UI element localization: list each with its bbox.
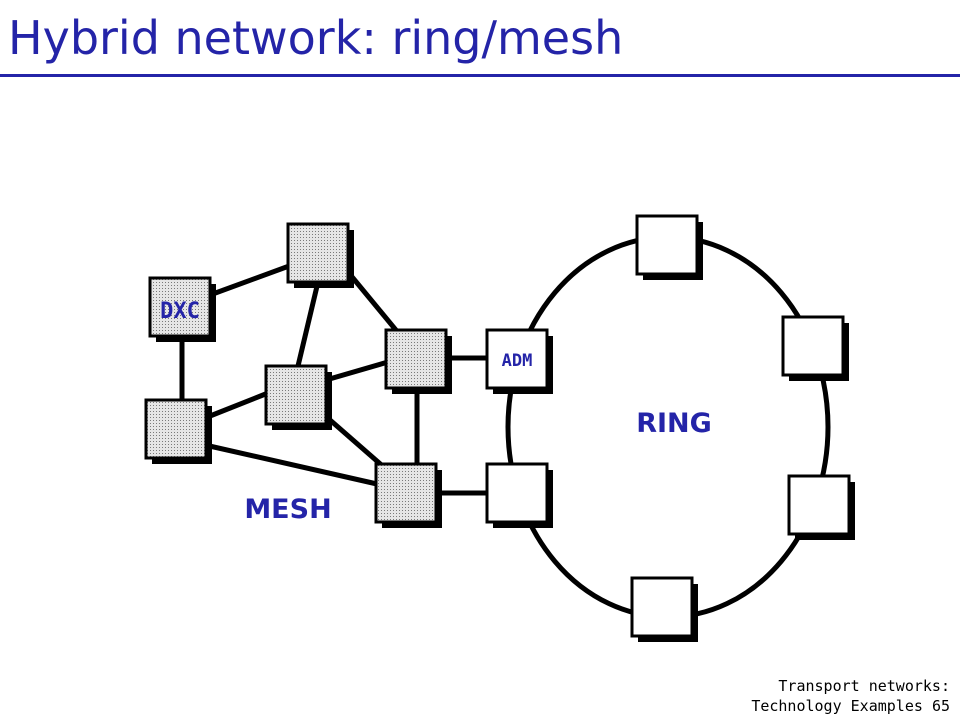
ring-node-adm: [485, 328, 553, 394]
ring-node-upper-right: [781, 315, 849, 381]
footer-line-2: Technology Examples 65: [751, 696, 950, 716]
ring-node-top: [635, 214, 703, 280]
ring-node-lower-right: [787, 474, 855, 540]
link-dxc-top: [209, 259, 301, 298]
ring-label: RING: [636, 408, 712, 439]
mesh-node-center: [264, 364, 332, 430]
mesh-nodes: [144, 222, 452, 528]
link-center-bottom: [328, 418, 387, 470]
ring-nodes: [485, 214, 855, 642]
title-underline: [0, 74, 960, 77]
ring-node-left: [485, 462, 553, 528]
link-left-center: [204, 390, 269, 421]
mesh-links: [179, 259, 488, 496]
footer-course: Technology Examples: [751, 697, 923, 715]
link-left-bottom: [204, 442, 378, 487]
adm-label: ADM: [502, 351, 533, 371]
ring-node-bottom: [630, 576, 698, 642]
mesh-node-top: [286, 222, 354, 288]
dxc-label: DXC: [160, 299, 200, 324]
mesh-node-bottom: [374, 462, 442, 528]
link-center-right: [325, 359, 389, 383]
mesh-node-left: [144, 398, 212, 464]
link-top-center: [295, 281, 321, 367]
slide-footer: Transport networks: Technology Examples …: [751, 676, 950, 716]
mesh-node-dxc: [148, 276, 216, 342]
page-number: 65: [931, 697, 950, 715]
link-top-right: [346, 270, 402, 337]
footer-line-1: Transport networks:: [778, 677, 950, 695]
slide-title: Hybrid network: ring/mesh: [8, 11, 624, 65]
mesh-label: MESH: [244, 494, 331, 525]
mesh-node-right: [384, 328, 452, 394]
